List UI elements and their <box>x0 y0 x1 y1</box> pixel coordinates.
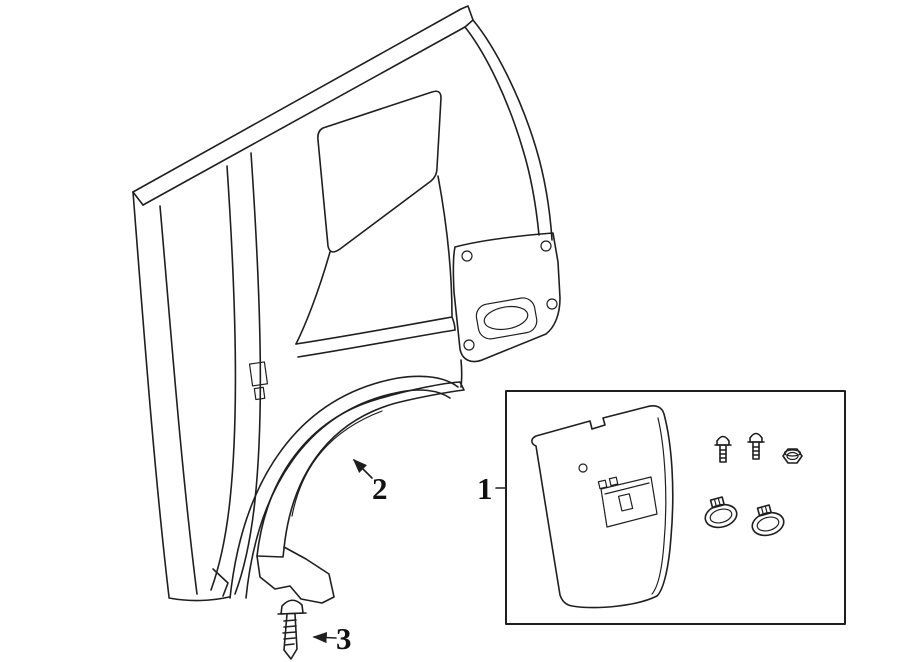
molding-crescent <box>256 381 465 558</box>
clamp-icon-1 <box>704 496 738 529</box>
callout-1[interactable]: 1 <box>477 471 493 506</box>
bolt-icon-2 <box>747 432 765 460</box>
pillar-channel-a <box>210 165 237 591</box>
flange-nut-icon <box>782 448 803 464</box>
pillar-channel-b <box>234 152 262 595</box>
wheel-arch-molding-drawing <box>256 381 465 604</box>
bracket-hole-4 <box>463 339 475 351</box>
wheel-arch-outer <box>229 375 459 599</box>
window-rear-edge <box>437 175 453 317</box>
pillar-outer-edge <box>132 191 170 598</box>
bracket-oval-hole <box>483 305 529 331</box>
bracket-hole-1 <box>461 250 473 262</box>
window-to-belt-edge <box>295 251 331 345</box>
rail-top-line <box>132 8 462 193</box>
mud-flap-outline <box>531 405 674 609</box>
bolt-icon-1 <box>714 435 732 463</box>
sill-detail <box>212 568 229 597</box>
mud-flap-inner-edge <box>651 417 667 595</box>
wheel-arch-flange <box>245 389 451 599</box>
quarter-panel-drawing <box>132 5 561 602</box>
molding-foot <box>256 546 335 604</box>
leader-arrow-2 <box>352 458 373 479</box>
screw-collar <box>277 612 307 615</box>
latch-bracket <box>452 232 561 363</box>
sill-bottom <box>168 596 230 602</box>
kit-box-frame <box>505 390 846 625</box>
belt-line-upper <box>295 316 453 345</box>
flap-bracket-slot <box>617 493 634 512</box>
quarter-window <box>317 90 442 253</box>
mud-flap-drawing <box>531 405 674 609</box>
rear-pillar-inner <box>464 26 540 236</box>
callout-leaders <box>312 458 507 644</box>
bracket-inner-outline <box>475 297 538 340</box>
screw-head <box>280 599 304 615</box>
rail-bottom-line <box>142 26 466 206</box>
screw-shaft <box>283 613 298 660</box>
pillar-detail-rect-small <box>253 386 266 401</box>
callout-2[interactable]: 2 <box>372 471 388 506</box>
rear-pillar-outer <box>472 19 553 241</box>
callout-3[interactable]: 3 <box>336 621 352 656</box>
rail-left-tip <box>132 191 144 206</box>
pillar-detail-rect <box>248 361 269 387</box>
belt-line-join <box>451 316 456 331</box>
flap-hole <box>578 463 588 473</box>
rail-end-cap <box>460 5 474 28</box>
bracket-hole-3 <box>546 298 558 310</box>
belt-line-lower <box>297 329 456 358</box>
splash-guard-kit-box <box>505 390 846 625</box>
flap-bracket-inner-line <box>604 482 650 495</box>
flap-clip-square-2 <box>608 476 619 487</box>
flap-clip-square-1 <box>597 479 608 490</box>
leader-arrow-3 <box>312 631 337 644</box>
pillar-inner-edge <box>159 205 198 595</box>
screw-threads <box>282 619 297 646</box>
clamp-icon-2 <box>751 504 785 537</box>
bracket-hole-2 <box>540 240 552 252</box>
molding-inner-line <box>291 410 383 517</box>
screw-drawing <box>277 599 307 660</box>
flap-bracket <box>600 476 658 528</box>
